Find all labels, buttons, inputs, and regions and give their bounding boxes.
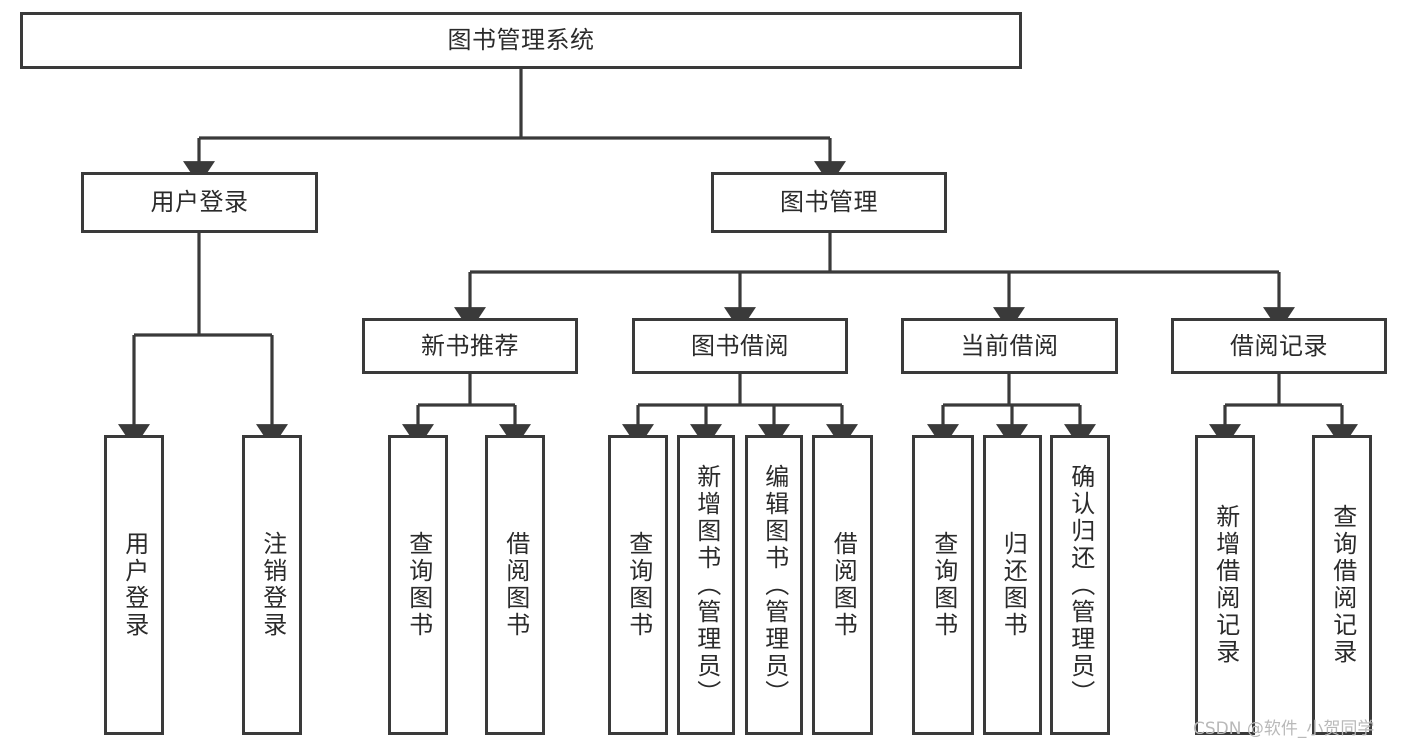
node-leaf-add-record-label: 新增借阅记录 xyxy=(1211,504,1240,666)
node-leaf-borrow-book-2[interactable]: 借阅图书 xyxy=(812,435,873,735)
node-leaf-user-login-label: 用户登录 xyxy=(120,531,149,639)
csdn-watermark: CSDN @软件_小贺同学 xyxy=(1193,719,1375,739)
node-leaf-query-book-1-label: 查询图书 xyxy=(404,531,433,639)
node-user-login[interactable]: 用户登录 xyxy=(81,172,318,233)
node-leaf-user-login[interactable]: 用户登录 xyxy=(104,435,164,735)
node-new-book-recommend-label: 新书推荐 xyxy=(421,331,519,360)
node-book-borrow-label: 图书借阅 xyxy=(691,331,789,360)
node-leaf-edit-book-label: 编辑图书（管理员） xyxy=(760,463,789,707)
node-root-label: 图书管理系统 xyxy=(447,26,595,55)
node-leaf-query-book-2-label: 查询图书 xyxy=(624,531,653,639)
node-leaf-borrow-book-2-label: 借阅图书 xyxy=(829,531,858,639)
node-leaf-query-book-3[interactable]: 查询图书 xyxy=(912,435,974,735)
node-leaf-user-logout[interactable]: 注销登录 xyxy=(242,435,302,735)
node-leaf-query-record[interactable]: 查询借阅记录 xyxy=(1312,435,1372,735)
node-leaf-query-book-1[interactable]: 查询图书 xyxy=(388,435,448,735)
node-leaf-edit-book[interactable]: 编辑图书（管理员） xyxy=(745,435,803,735)
node-leaf-confirm-return-label: 确认归还（管理员） xyxy=(1066,463,1095,707)
node-leaf-confirm-return[interactable]: 确认归还（管理员） xyxy=(1050,435,1110,735)
node-borrow-record-label: 借阅记录 xyxy=(1230,331,1328,360)
node-leaf-query-book-2[interactable]: 查询图书 xyxy=(608,435,668,735)
node-book-manage-label: 图书管理 xyxy=(780,188,878,217)
node-current-borrow-label: 当前借阅 xyxy=(960,331,1059,360)
node-leaf-add-book[interactable]: 新增图书（管理员） xyxy=(677,435,735,735)
node-leaf-user-logout-label: 注销登录 xyxy=(258,531,287,639)
node-leaf-return-book-label: 归还图书 xyxy=(999,531,1028,639)
node-root[interactable]: 图书管理系统 xyxy=(20,12,1022,69)
node-leaf-add-record[interactable]: 新增借阅记录 xyxy=(1195,435,1255,735)
node-leaf-borrow-book-1[interactable]: 借阅图书 xyxy=(485,435,545,735)
node-leaf-return-book[interactable]: 归还图书 xyxy=(983,435,1042,735)
node-leaf-borrow-book-1-label: 借阅图书 xyxy=(501,531,530,639)
node-user-login-label: 用户登录 xyxy=(150,188,249,217)
node-new-book-recommend[interactable]: 新书推荐 xyxy=(362,318,578,374)
node-borrow-record[interactable]: 借阅记录 xyxy=(1171,318,1387,374)
node-book-manage[interactable]: 图书管理 xyxy=(711,172,947,233)
node-current-borrow[interactable]: 当前借阅 xyxy=(901,318,1118,374)
node-book-borrow[interactable]: 图书借阅 xyxy=(632,318,848,374)
node-leaf-query-record-label: 查询借阅记录 xyxy=(1328,504,1357,666)
node-leaf-add-book-label: 新增图书（管理员） xyxy=(692,463,721,707)
node-leaf-query-book-3-label: 查询图书 xyxy=(929,531,958,639)
